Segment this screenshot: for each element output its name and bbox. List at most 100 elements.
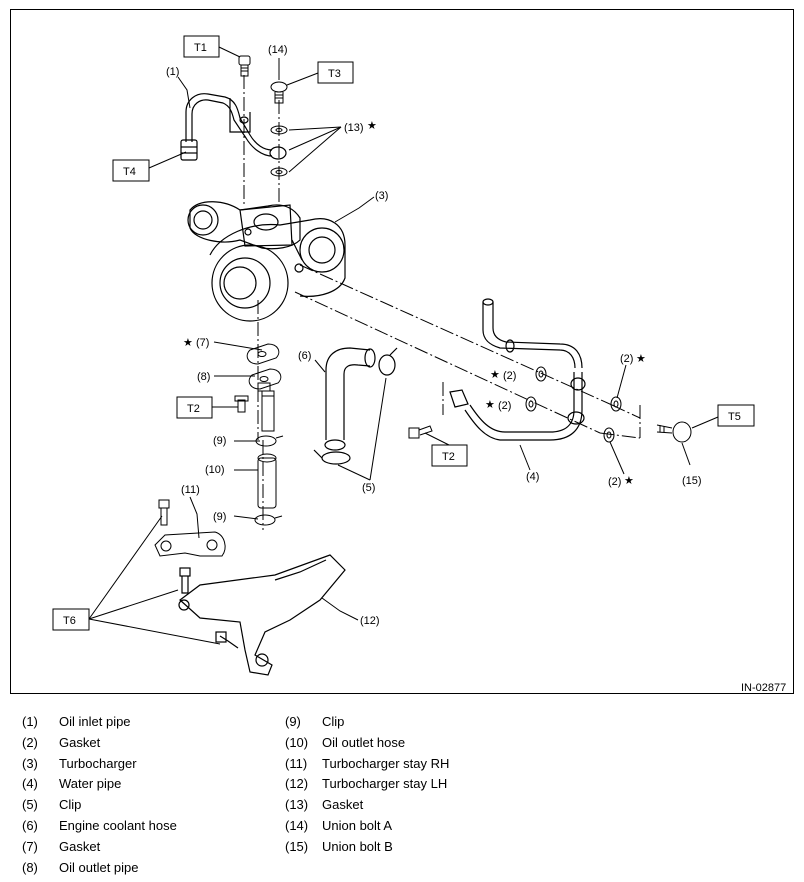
callout-14: (14) <box>268 44 288 56</box>
legend-row: (8)Oil outlet pipe <box>22 858 177 879</box>
legend-row: (11) Turbocharger stay RH <box>285 754 449 775</box>
callout-7: (7) <box>196 337 209 349</box>
callout-13: (13) <box>344 122 364 134</box>
legend-number: (12) <box>285 776 309 792</box>
legend-row: (14) Union bolt A <box>285 816 449 837</box>
legend-label: Turbocharger <box>59 755 137 771</box>
leader-lines <box>88 46 719 645</box>
callout-3: (3) <box>375 190 388 202</box>
legend-number: (14) <box>285 817 309 833</box>
legend-row: (15) Union bolt B <box>285 837 449 858</box>
legend-label: Oil inlet pipe <box>59 714 131 729</box>
callout-5: (5) <box>362 482 375 494</box>
t4-label: T4 <box>123 166 136 178</box>
callout-4: (4) <box>526 471 539 483</box>
legend-row: (7) Gasket <box>22 837 177 858</box>
star-2-a: ★ <box>636 353 646 365</box>
legend-row: (1)Oil inlet pipe <box>22 712 177 733</box>
legend-row: (3) Turbocharger <box>22 754 177 775</box>
legend-row: (12) Turbocharger stay LH <box>285 774 449 795</box>
water-pipe <box>449 298 586 441</box>
callout-11: (11) <box>181 484 200 496</box>
turbocharger-stay-lh <box>178 554 346 676</box>
legend-label: Water pipe <box>59 776 122 792</box>
legend-number: (7) <box>22 838 38 854</box>
star-2-c: ★ <box>485 399 495 411</box>
legend-label: Turbocharger stay RH <box>322 755 450 771</box>
callout-15: (15) <box>682 475 702 487</box>
legend-row: (2) Gasket <box>22 733 177 754</box>
legend-number: (8) <box>22 859 38 875</box>
callout-12: (12) <box>360 615 380 627</box>
oil-outlet-hose <box>254 435 284 526</box>
legend-row: (4) Water pipe <box>22 774 177 795</box>
t2b-box <box>431 444 468 467</box>
callout-2-c: (2) <box>498 400 511 412</box>
t1-label: T1 <box>194 42 207 54</box>
legend-number: (11) <box>285 755 308 771</box>
t1-box <box>183 35 220 58</box>
t4-box <box>112 159 150 182</box>
callout-9-top: (9) <box>213 435 226 447</box>
legend-label: Gasket <box>322 797 364 813</box>
callout-2-b: (2) <box>503 370 516 382</box>
t2-label-left: T2 <box>187 403 200 415</box>
legend-left-column: (1)Oil inlet pipe (2) Gasket (3) Turbochar… <box>22 712 177 878</box>
legend-row: (13) Gasket <box>285 795 449 816</box>
exploded-diagram: T1 T3 T4 T2 T2 T5 T6 (1) (14) (13) ★ (3)… <box>52 35 786 694</box>
legend-number: (3) <box>22 755 38 771</box>
legend-row: (9) Clip <box>285 712 449 733</box>
gaskets-13 <box>270 125 288 177</box>
turbocharger-stay-rh <box>154 499 226 557</box>
callout-1: (1) <box>166 66 179 78</box>
legend-label: Union bolt A <box>322 817 393 833</box>
t5-label: T5 <box>728 411 741 423</box>
callout-2-a: (2) <box>620 353 633 365</box>
callout-labels: T1 T3 T4 T2 T2 T5 T6 (1) (14) (13) ★ (3)… <box>63 42 786 694</box>
legend-number: (2) <box>22 734 38 750</box>
union-bolt-a <box>238 55 288 104</box>
legend-right-column: (9) Clip (10) Oil outlet hose (11) Turbocha… <box>285 712 449 858</box>
legend-label: Engine coolant hose <box>59 817 177 833</box>
callout-6: (6) <box>298 350 311 362</box>
callout-9-bottom: (9) <box>213 511 226 523</box>
t3-label: T3 <box>328 68 341 80</box>
t6-label: T6 <box>63 615 76 627</box>
callout-10: (10) <box>205 464 225 476</box>
t3-box <box>317 61 354 84</box>
legend-label: Turbocharger stay LH <box>322 776 448 792</box>
t5-box <box>717 404 755 427</box>
oil-outlet-pipe <box>234 343 282 432</box>
star-2-b: ★ <box>490 369 500 381</box>
legend-label: Clip <box>59 797 82 813</box>
diagram-frame <box>10 9 794 694</box>
figure-id: IN-02877 <box>741 682 786 694</box>
callout-8: (8) <box>197 371 210 383</box>
center-lines <box>243 75 641 530</box>
legend-label: Gasket <box>59 734 101 750</box>
legend-number: (4) <box>22 776 38 792</box>
legend-number: (10) <box>285 734 309 750</box>
legend-number: (6) <box>22 817 38 833</box>
star-7: ★ <box>183 337 193 349</box>
legend-number: (13) <box>285 797 309 813</box>
legend-label: Clip <box>322 714 345 729</box>
legend-number: (15) <box>285 838 309 854</box>
oil-inlet-pipe <box>180 93 287 161</box>
legend-row: (10) Oil outlet hose <box>285 733 449 754</box>
legend-number: (5) <box>22 797 38 813</box>
engine-coolant-hose <box>313 347 398 465</box>
turbocharger <box>187 201 346 322</box>
legend-label: Oil outlet hose <box>322 734 406 750</box>
union-bolt-b <box>408 421 692 443</box>
t2-label-right: T2 <box>442 451 455 463</box>
callout-2-d: (2) <box>608 476 621 488</box>
legend-row: (5) Clip <box>22 795 177 816</box>
legend-number: (9) <box>285 714 301 729</box>
star-13: ★ <box>367 120 377 132</box>
gaskets-2 <box>525 366 622 443</box>
legend-label: Union bolt B <box>322 838 393 854</box>
legend-row: (6) Engine coolant hose <box>22 816 177 837</box>
legend-label: Gasket <box>59 838 101 854</box>
star-2-d: ★ <box>624 475 634 487</box>
